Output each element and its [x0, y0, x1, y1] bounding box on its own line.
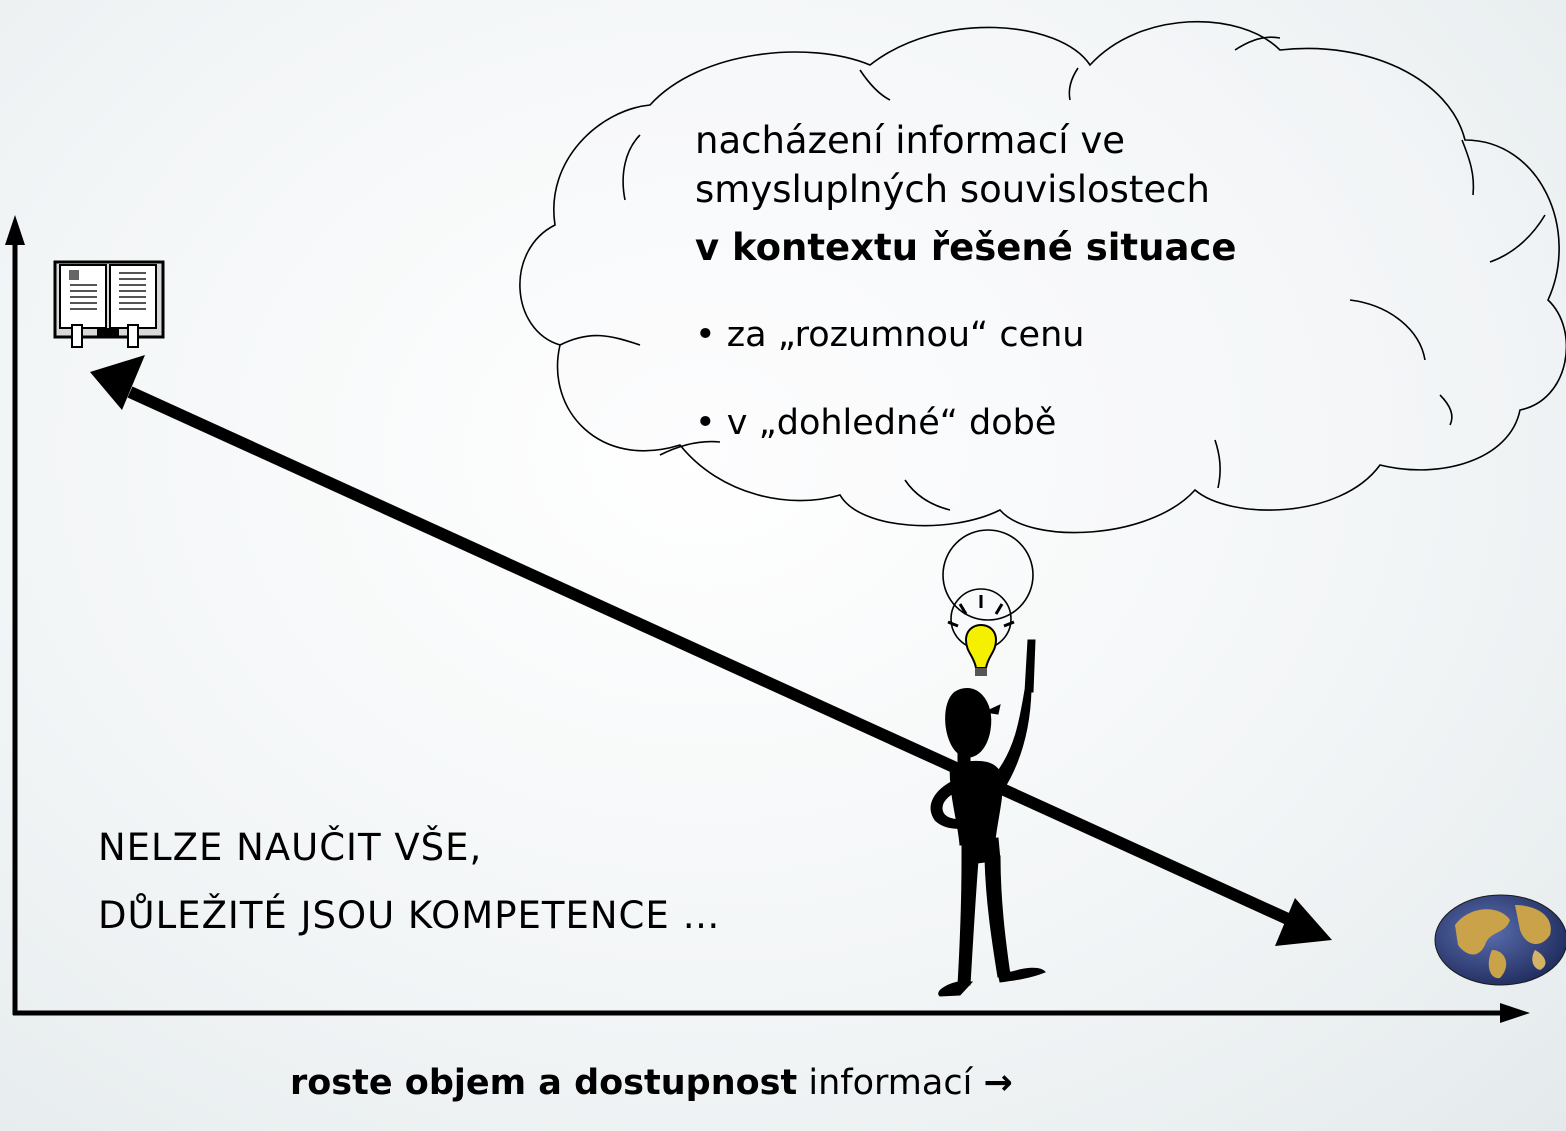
arrowhead-upper-left [90, 355, 145, 410]
cloud-crease [1439, 394, 1453, 426]
cloud-bullet-1: • za „rozumnou“ cenu [695, 315, 1085, 355]
cloud-crease [559, 334, 641, 346]
cloud-line-2: smysluplných souvislostech [695, 168, 1210, 211]
cloud-line-1: nacházení informací ve [695, 119, 1125, 162]
x-axis-caption: roste objem a dostupnost informací → [290, 1063, 1013, 1103]
x-axis-caption-bold: roste objem a dostupnost [290, 1063, 798, 1103]
cloud-outline [519, 20, 1566, 534]
y-axis-arrowhead [5, 215, 25, 245]
cloud-crease [1349, 299, 1426, 361]
thought-bubble-large [942, 529, 1034, 621]
statement-line-1: NELZE NAUČIT VŠE, [98, 826, 483, 869]
cloud-crease [1068, 67, 1079, 101]
cloud-crease [1234, 36, 1281, 51]
x-axis-caption-normal: informací [797, 1063, 973, 1103]
cloud-crease [659, 440, 721, 456]
cloud-crease [1214, 439, 1221, 489]
right-arrow-icon: → [983, 1063, 1013, 1103]
open-book-icon [53, 260, 165, 348]
cloud-crease [622, 134, 641, 201]
cloud-crease [1489, 214, 1546, 263]
cloud-bullet-2: • v „dohledné“ době [695, 403, 1057, 443]
cloud-line-3: v kontextu řešené situace [695, 226, 1237, 269]
axes [5, 215, 1530, 1023]
thought-cloud [519, 20, 1566, 650]
x-axis-arrowhead [1500, 1003, 1530, 1023]
arrowhead-lower-right [1275, 898, 1332, 946]
thinking-figure [930, 639, 1046, 997]
diagonal-double-arrow [90, 355, 1332, 946]
cloud-crease [904, 479, 951, 511]
cloud-crease [1461, 139, 1475, 196]
cloud-crease [859, 69, 891, 101]
light-bulb-icon [947, 595, 1015, 676]
statement-line-2: DŮLEŽITÉ JSOU KOMPETENCE … [98, 894, 721, 937]
globe-icon [1434, 894, 1566, 986]
